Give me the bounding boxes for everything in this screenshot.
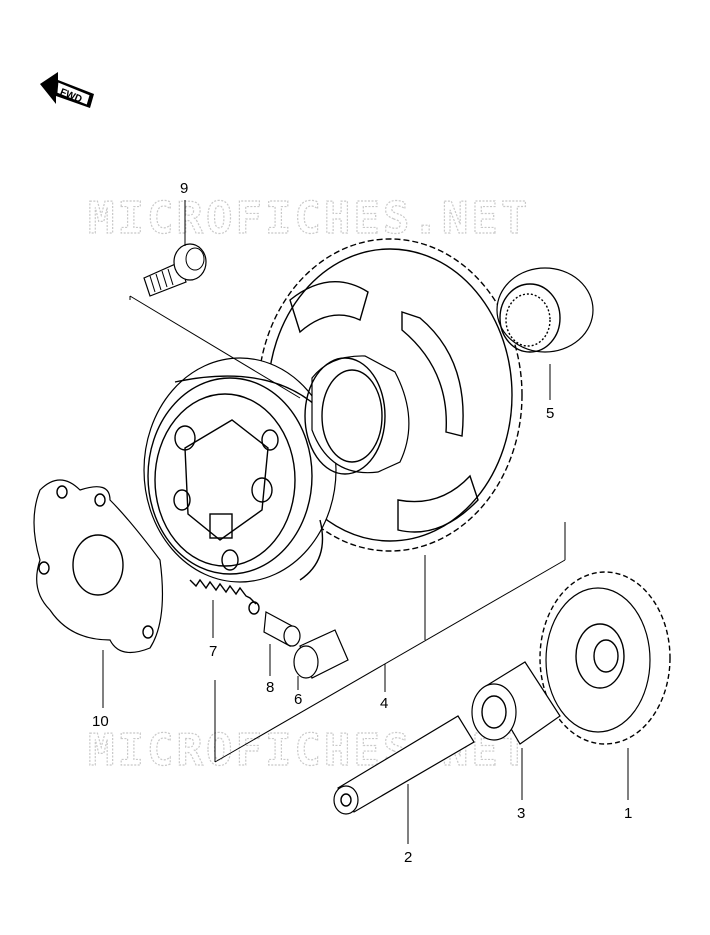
bushing [471, 661, 561, 745]
callout-9: 9 [180, 180, 188, 197]
bolt-part [143, 243, 207, 297]
plunger [263, 611, 301, 647]
shaft [333, 715, 475, 815]
watermark-top: MICROFICHES.NET [88, 193, 530, 244]
callout-5: 5 [546, 405, 554, 422]
leader-lines [102, 200, 629, 844]
spring [189, 578, 260, 615]
fwd-arrow-icon: FWD [40, 72, 94, 108]
callout-6: 6 [294, 691, 302, 708]
callout-2: 2 [404, 849, 412, 866]
callout-1: 1 [624, 805, 632, 822]
clutch-plate [33, 479, 164, 654]
callout-3: 3 [517, 805, 525, 822]
clutch-housing [143, 357, 337, 583]
callout-8: 8 [266, 679, 274, 696]
callout-10: 10 [92, 713, 109, 730]
idle-gear [539, 571, 671, 745]
roller [293, 629, 349, 679]
gear-hub [304, 355, 410, 475]
callout-7: 7 [209, 643, 217, 660]
needle-bearing [496, 267, 594, 353]
callout-4: 4 [380, 695, 388, 712]
